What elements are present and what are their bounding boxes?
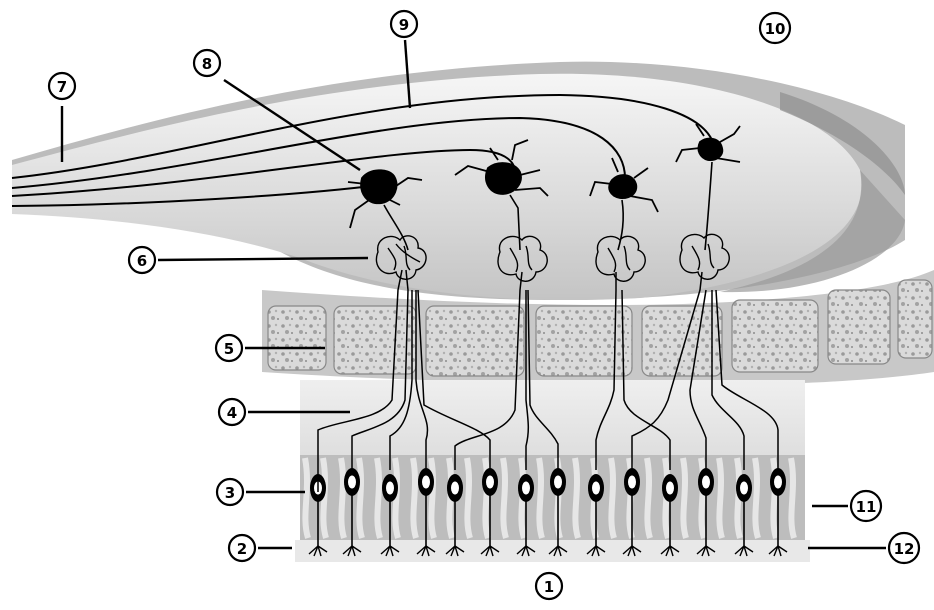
supporting-cell xyxy=(467,458,470,538)
receptor-nucleus xyxy=(348,476,356,489)
olfactory-epithelium xyxy=(300,455,805,540)
callout-12-label: 12 xyxy=(894,540,915,558)
callout-11-label: 11 xyxy=(856,498,877,516)
receptor-nucleus xyxy=(774,476,782,489)
callout-1-label: 1 xyxy=(544,578,554,596)
receptor-nucleus xyxy=(422,476,430,489)
callout-8-label: 8 xyxy=(202,55,212,73)
supporting-cell xyxy=(647,458,650,538)
callout-3: 3 xyxy=(217,479,243,505)
callout-8: 8 xyxy=(194,50,220,76)
callout-7-label: 7 xyxy=(57,78,67,96)
supporting-cell xyxy=(755,458,758,538)
receptor-nucleus xyxy=(628,476,636,489)
supporting-cell xyxy=(791,458,794,538)
callout-12: 12 xyxy=(889,533,919,563)
receptor-nucleus xyxy=(386,482,394,495)
supporting-cell xyxy=(431,458,434,538)
callout-2-label: 2 xyxy=(237,540,247,558)
supporting-cell xyxy=(719,458,722,538)
receptor-nucleus xyxy=(554,476,562,489)
lamina-propria xyxy=(300,380,805,458)
callout-5: 5 xyxy=(216,335,242,361)
supporting-cell xyxy=(359,458,362,538)
supporting-cell xyxy=(503,458,506,538)
receptor-nucleus xyxy=(740,482,748,495)
supporting-cell xyxy=(611,458,614,538)
supporting-cell xyxy=(683,458,686,538)
receptor-nucleus xyxy=(451,482,459,495)
callout-7: 7 xyxy=(49,73,75,99)
callout-6: 6 xyxy=(129,247,155,273)
supporting-cell xyxy=(377,458,380,538)
callout-3-label: 3 xyxy=(225,484,235,502)
supporting-cell xyxy=(341,458,344,538)
callout-10-label: 10 xyxy=(765,20,786,38)
callout-6-label: 6 xyxy=(137,252,147,270)
supporting-cell xyxy=(305,458,308,538)
callout-4: 4 xyxy=(219,399,245,425)
receptor-nucleus xyxy=(592,482,600,495)
receptor-nucleus xyxy=(522,482,530,495)
callout-9-label: 9 xyxy=(399,16,409,34)
callout-1: 1 xyxy=(536,573,562,599)
receptor-nucleus xyxy=(666,482,674,495)
supporting-cell xyxy=(539,458,542,538)
receptor-nucleus xyxy=(702,476,710,489)
supporting-cell xyxy=(575,458,578,538)
callout-2: 2 xyxy=(229,535,255,561)
callout-9: 9 xyxy=(391,11,417,37)
callout-11: 11 xyxy=(851,491,881,521)
callout-5-label: 5 xyxy=(224,340,234,358)
receptor-nucleus xyxy=(486,476,494,489)
supporting-cell xyxy=(413,458,416,538)
callout-4-label: 4 xyxy=(227,404,237,422)
callout-10: 10 xyxy=(760,13,790,43)
